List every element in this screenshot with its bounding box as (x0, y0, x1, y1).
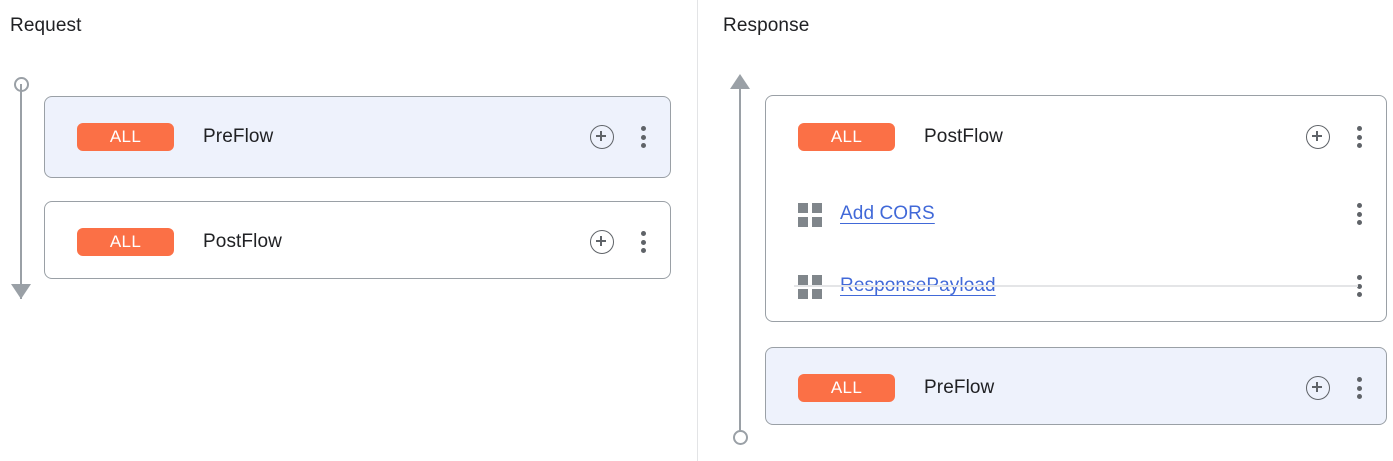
flow-card-response-postflow[interactable]: ALL PostFlow Add CORS ResponsePayload (765, 95, 1387, 322)
response-panel-title: Response (723, 15, 810, 36)
flow-header-row[interactable]: ALL PreFlow (45, 97, 670, 177)
flow-name-label: PreFlow (203, 126, 274, 147)
policy-grid-icon[interactable] (798, 203, 824, 227)
flow-header-row[interactable]: ALL PostFlow (766, 96, 1386, 178)
flow-card-response-preflow[interactable]: ALL PreFlow (765, 347, 1387, 425)
method-badge: ALL (798, 374, 895, 402)
policy-row[interactable]: Add CORS (766, 178, 1386, 250)
plus-circle-icon[interactable] (1306, 125, 1330, 149)
more-vert-icon[interactable] (1350, 376, 1368, 400)
flow-card-request-preflow[interactable]: ALL PreFlow (44, 96, 671, 178)
more-vert-icon[interactable] (1350, 125, 1368, 149)
flow-name-label: PostFlow (924, 126, 1003, 147)
response-panel: Response (697, 0, 1393, 461)
more-vert-icon[interactable] (1350, 274, 1368, 298)
flow-row-actions (1306, 125, 1368, 149)
circle-endpoint-icon (733, 430, 748, 445)
more-vert-icon[interactable] (1350, 202, 1368, 226)
response-flow-rail (727, 68, 753, 453)
flow-row-actions (590, 125, 652, 149)
request-panel: Request ALL PreFlow ALL PostFlow (8, 15, 671, 315)
flow-header-row[interactable]: ALL PreFlow (766, 348, 1386, 428)
flow-row-actions (1306, 376, 1368, 400)
policy-grid-icon[interactable] (798, 275, 824, 299)
rail-line (739, 86, 741, 441)
panel-divider (697, 0, 698, 461)
more-vert-icon[interactable] (634, 230, 652, 254)
more-vert-icon[interactable] (634, 125, 652, 149)
request-panel-title: Request (10, 15, 82, 36)
flow-card-request-postflow[interactable]: ALL PostFlow (44, 201, 671, 279)
flow-name-label: PreFlow (924, 377, 995, 398)
policy-row-actions (1350, 274, 1368, 298)
flow-header-row[interactable]: ALL PostFlow (45, 202, 670, 282)
plus-circle-icon[interactable] (590, 230, 614, 254)
plus-circle-icon[interactable] (1306, 376, 1330, 400)
flow-row-actions (590, 230, 652, 254)
plus-circle-icon[interactable] (590, 125, 614, 149)
policy-link[interactable]: Add CORS (840, 203, 935, 224)
rail-line (20, 84, 22, 299)
method-badge: ALL (77, 123, 174, 151)
policy-separator (794, 285, 1358, 287)
method-badge: ALL (798, 123, 895, 151)
method-badge: ALL (77, 228, 174, 256)
arrow-down-icon (11, 284, 31, 299)
policy-row[interactable]: ResponsePayload (766, 250, 1386, 322)
policy-row-actions (1350, 202, 1368, 226)
arrow-up-icon (730, 74, 750, 89)
flow-name-label: PostFlow (203, 231, 282, 252)
request-flow-rail (8, 70, 34, 315)
